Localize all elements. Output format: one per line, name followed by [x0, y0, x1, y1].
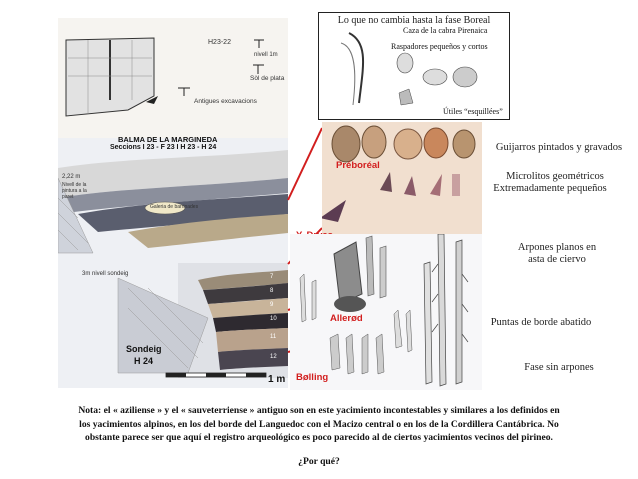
depth-label: 2,22 m — [62, 174, 81, 180]
allerod-bolling-artifacts — [299, 233, 469, 387]
inset-artifacts — [340, 32, 478, 106]
caption-harpoons-2: asta de ciervo — [528, 254, 586, 265]
allerod-bolling-panel — [290, 233, 482, 390]
layer-number: 12 — [270, 354, 277, 360]
north-arrow-icon — [146, 96, 158, 104]
inset-title: Lo que no cambia hasta la fase Boreal — [337, 15, 491, 26]
grid-code: H23-22 — [208, 39, 231, 46]
sections-label: Seccions I 23 - F 23 I H 23 - H 24 — [110, 144, 217, 151]
level-note: Nivell de la pintura a la paret — [62, 182, 87, 200]
level-label: nivell 1m — [254, 52, 278, 58]
layer-number: 11 — [270, 334, 277, 340]
note-line-1: Nota: el « aziliense » y el « sauveterri… — [78, 405, 560, 416]
preboreal-artifacts — [320, 125, 476, 222]
layer-number: 9 — [270, 302, 274, 308]
goat-caption: Caza de la cabra Pirenaica — [403, 26, 488, 35]
layer-number: 7 — [270, 274, 274, 280]
gallery-label: Galeria de barrinades — [150, 204, 199, 210]
tools-caption: Útiles “esquillées” — [443, 107, 503, 116]
caption-microliths-1: Microlitos geométricos — [506, 171, 604, 182]
period-preboreal: Préboréal — [336, 160, 380, 171]
caption-no-harpoons: Fase sin arpones — [524, 362, 594, 373]
inset-box: Lo que no cambia hasta la fase Boreal Ca… — [318, 12, 510, 120]
probe-code: H 24 — [134, 356, 154, 366]
old-excavations: Antigues excavacions — [194, 98, 257, 105]
site-plan-and-section — [58, 37, 288, 388]
note-line-3: obstante parece ser que aquí el registro… — [85, 432, 553, 443]
caption-harpoons-1: Arpones planos en — [517, 242, 597, 253]
scrapers-caption: Raspadores pequeños y cortos — [391, 42, 488, 51]
note-line-2: los yacimientos alpinos, en los del bord… — [79, 419, 559, 430]
caption-pebbles: Guijarros pintados y gravados — [495, 142, 623, 153]
period-allerod: Allerød — [330, 313, 363, 324]
site-title: BALMA DE LA MARGINEDA — [118, 135, 218, 144]
layer-number: 10 — [270, 316, 277, 322]
probe-label: 3m nivell sondeig — [82, 271, 129, 277]
period-bolling: Bølling — [296, 372, 329, 383]
goat-horn-icon — [348, 32, 364, 104]
preboreal-panel — [320, 122, 482, 234]
probe-title: Sondeig — [126, 344, 162, 354]
caption-microliths-2: Extremadamente pequeños — [493, 183, 607, 194]
floor-label: Sòl de plata — [250, 75, 285, 82]
site-figure: H23-22 nivell 1m Sòl de plata Antigues e… — [58, 18, 288, 388]
scale-label: 1 m — [268, 374, 286, 385]
note-question: ¿Por qué? — [298, 456, 340, 467]
caption-points: Puntas de borde abatido — [490, 317, 592, 328]
layer-number: 8 — [270, 288, 274, 294]
